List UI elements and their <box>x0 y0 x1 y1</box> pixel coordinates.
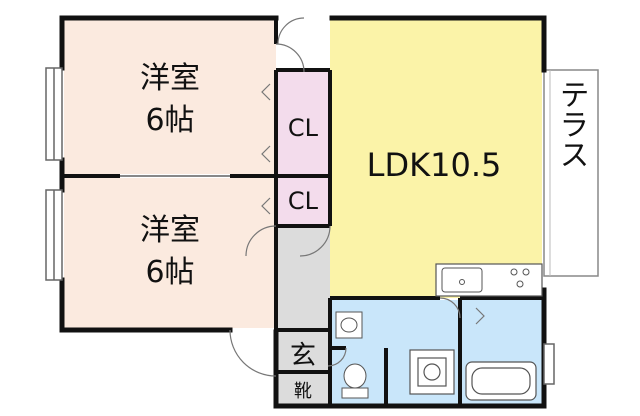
closet-top-label: CL <box>288 114 319 142</box>
washing-machine-icon <box>409 349 455 395</box>
sink-icon <box>441 267 483 293</box>
kitchen-counter <box>435 263 543 297</box>
shoe-box-label: 靴 <box>294 381 312 402</box>
closet-bottom-area <box>278 178 328 224</box>
bedroom-1-size: 6帖 <box>145 103 194 138</box>
bedroom-2-area <box>64 178 276 328</box>
closet-door-marks <box>261 83 485 325</box>
walls <box>59 15 547 409</box>
closet-bottom-label: CL <box>288 187 319 215</box>
stove-icon <box>510 268 530 288</box>
entrance-area <box>278 332 328 404</box>
ldk-label: LDK10.5 <box>367 146 502 184</box>
interior-walls <box>62 20 544 406</box>
windows <box>45 67 555 385</box>
washbasin-icon <box>335 311 363 339</box>
bedroom-1-area <box>64 20 276 174</box>
entrance-label: 玄 <box>290 341 316 371</box>
toilet-icon <box>341 363 369 399</box>
terrace-label: テラス <box>554 79 589 169</box>
bedroom-2-name: 洋室 <box>140 213 200 248</box>
terrace-area <box>543 69 599 277</box>
closet-top-area <box>278 72 328 174</box>
ldk-area <box>330 20 542 298</box>
bathtub-icon <box>465 361 537 401</box>
bedroom-1-name: 洋室 <box>140 61 200 96</box>
bedroom-2-size: 6帖 <box>145 255 194 290</box>
hallway-area <box>278 226 330 330</box>
door-swings <box>229 17 461 377</box>
